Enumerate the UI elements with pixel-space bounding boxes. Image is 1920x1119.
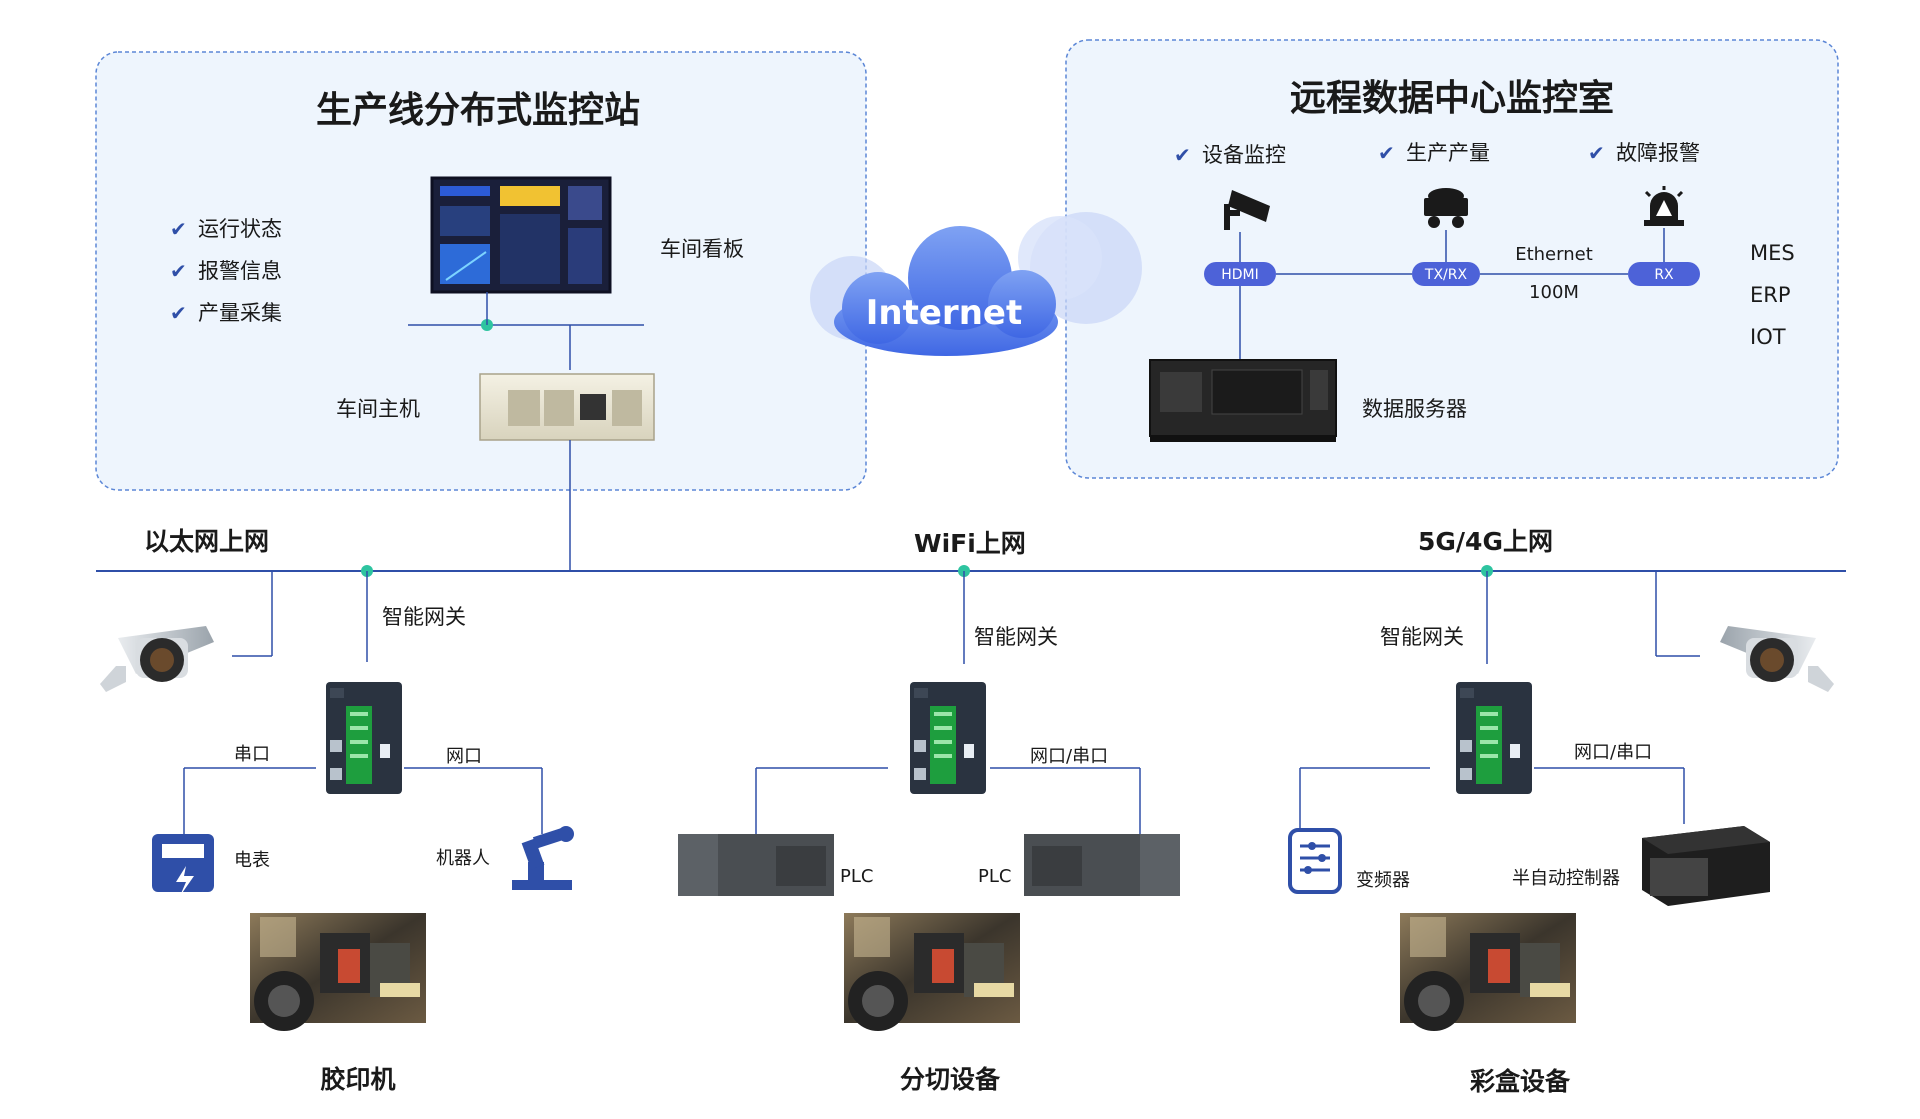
board-label: 车间看板 xyxy=(660,237,744,261)
local-checklist: ✔ 运行状态 ✔ 报警信息 ✔ 产量采集 xyxy=(170,217,282,325)
ethernet-label: Ethernet xyxy=(1515,244,1593,265)
dashboard-monitor-icon xyxy=(430,176,612,294)
semi-auto-controller-label: 半自动控制器 xyxy=(1512,868,1620,889)
electric-meter-icon xyxy=(152,834,214,896)
server-label: 数据服务器 xyxy=(1362,397,1467,421)
remote-center-title: 远程数据中心监控室 xyxy=(1290,78,1614,119)
mining-cart-icon xyxy=(1424,188,1468,228)
offset-press-photo xyxy=(250,913,426,1031)
serial-port-label: 串口 xyxy=(234,744,270,765)
remote-checklist: ✔ 设备监控 ✔ 生产产量 ✔ 故障报警 xyxy=(1174,141,1700,167)
cctv-camera-icon xyxy=(1224,190,1270,230)
check-icon: ✔ xyxy=(170,301,187,325)
rx-port-pill xyxy=(1628,262,1700,286)
txrx-port-label: TX/RX xyxy=(1424,267,1468,283)
check-icon: ✔ xyxy=(1174,143,1191,167)
electric-meter-label: 电表 xyxy=(234,850,270,871)
ethernet-port-label: 网口 xyxy=(446,746,482,767)
bandwidth-label: 100M xyxy=(1529,282,1579,303)
industrial-robot-icon xyxy=(512,826,574,890)
machine-label: 胶印机 xyxy=(320,1065,395,1094)
smart-gateway-icon xyxy=(910,682,986,794)
ethernet-uplink-label: 以太网上网 xyxy=(144,527,269,556)
smart-gateway-icon xyxy=(1456,682,1532,794)
cellular-uplink-label: 5G/4G上网 xyxy=(1418,527,1553,556)
gateway-label: 智能网关 xyxy=(1380,625,1464,649)
internet-cloud-icon xyxy=(810,212,1142,356)
checklist-item: 报警信息 xyxy=(198,259,282,283)
fault-alarm-icon xyxy=(1644,186,1684,226)
txrx-port-pill xyxy=(1412,262,1480,286)
check-icon: ✔ xyxy=(170,217,187,241)
data-server-icon xyxy=(1149,359,1337,442)
system-mes: MES xyxy=(1750,241,1795,265)
machine-label: 分切设备 xyxy=(900,1065,1001,1094)
surveillance-camera-right-icon xyxy=(1720,626,1834,692)
system-iot: IOT xyxy=(1750,325,1786,349)
inverter-label: 变频器 xyxy=(1356,870,1410,891)
port-label: 网口/串口 xyxy=(1030,746,1108,767)
checklist-item: 设备监控 xyxy=(1202,143,1286,167)
slitting-machine-photo xyxy=(844,913,1020,1031)
plc-left-label: PLC xyxy=(840,866,873,887)
checklist-item: 生产产量 xyxy=(1406,141,1490,165)
semi-auto-controller-icon xyxy=(1642,826,1770,906)
wifi-uplink-label: WiFi上网 xyxy=(914,529,1026,558)
plc-left-icon xyxy=(678,834,834,896)
gateway-label: 智能网关 xyxy=(382,605,466,629)
checklist-item: 产量采集 xyxy=(198,301,282,325)
check-icon: ✔ xyxy=(1378,141,1395,165)
machine-label: 彩盒设备 xyxy=(1470,1067,1571,1096)
port-label: 网口/串口 xyxy=(1574,742,1652,763)
rx-port-label: RX xyxy=(1654,267,1674,283)
smart-gateway-icon xyxy=(326,682,402,794)
color-box-machine-photo xyxy=(1400,913,1576,1031)
internet-label: Internet xyxy=(866,293,1022,333)
plc-right-label: PLC xyxy=(978,866,1011,887)
check-icon: ✔ xyxy=(1588,141,1605,165)
check-icon: ✔ xyxy=(170,259,187,283)
hdmi-port-pill xyxy=(1204,262,1276,286)
robot-label: 机器人 xyxy=(436,848,490,869)
gateway-label: 智能网关 xyxy=(974,625,1058,649)
inverter-icon xyxy=(1288,828,1342,894)
checklist-item: 运行状态 xyxy=(198,217,282,241)
surveillance-camera-left-icon xyxy=(100,626,214,692)
plc-right-icon xyxy=(1024,834,1180,896)
system-erp: ERP xyxy=(1750,283,1791,307)
local-station-title: 生产线分布式监控站 xyxy=(316,90,640,131)
workshop-host-icon xyxy=(479,373,655,441)
checklist-item: 故障报警 xyxy=(1616,141,1700,165)
hdmi-port-label: HDMI xyxy=(1221,267,1259,283)
host-label: 车间主机 xyxy=(336,397,420,421)
